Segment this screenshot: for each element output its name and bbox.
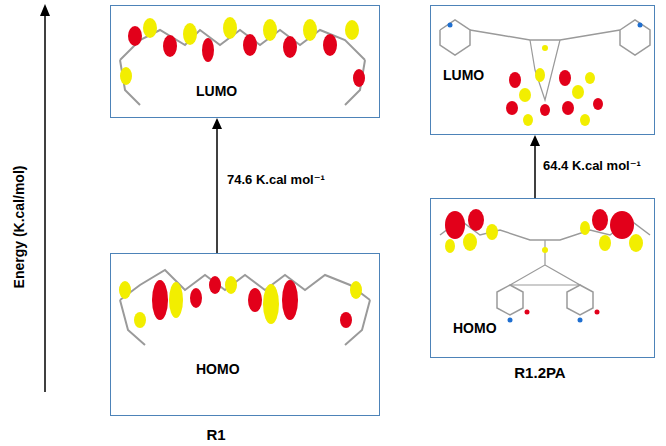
orbital-box: HOMO bbox=[110, 253, 380, 416]
energy-axis bbox=[40, 4, 50, 392]
orbital-name: HOMO bbox=[453, 321, 497, 336]
compound-name: R1.2PA bbox=[514, 365, 565, 382]
orbital-box: LUMO bbox=[110, 5, 380, 118]
energy-gap-arrow bbox=[530, 135, 540, 198]
orbital-box: LUMO bbox=[430, 5, 655, 135]
complex-homo-orbitals bbox=[440, 209, 650, 323]
r1-homo-orbitals bbox=[119, 270, 370, 345]
orbital-name: LUMO bbox=[443, 68, 484, 83]
compound-name: R1 bbox=[206, 427, 225, 444]
complex-lumo-orbitals bbox=[440, 20, 650, 126]
axis-title: Energy (K.cal/mol) bbox=[12, 166, 27, 289]
energy-gap-value: 64.4 K.cal mol⁻¹ bbox=[543, 159, 641, 173]
energy-gap-value: 74.6 K.cal mol⁻¹ bbox=[227, 173, 325, 187]
orbital-box: HOMO bbox=[430, 198, 655, 358]
r1-lumo-orbitals bbox=[120, 17, 365, 105]
energy-gap-arrow bbox=[212, 118, 222, 253]
orbital-name: HOMO bbox=[196, 362, 240, 377]
orbital-name: LUMO bbox=[196, 84, 237, 99]
